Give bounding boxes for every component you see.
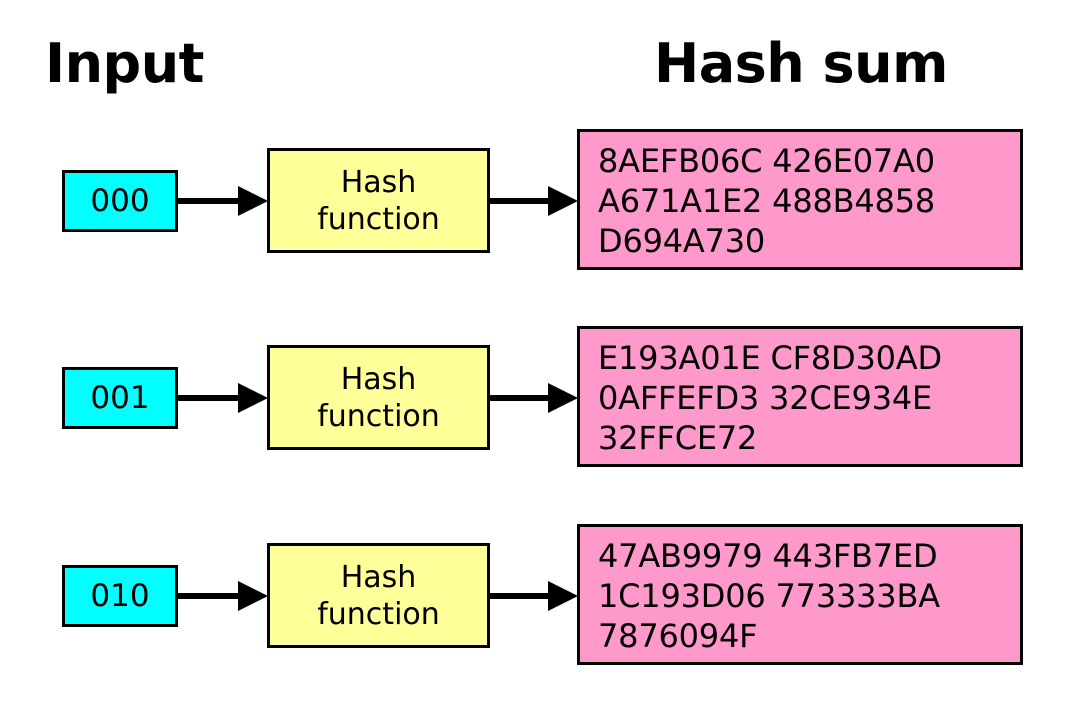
arrow-shaft: [490, 395, 548, 401]
column-title-hash-sum: Hash sum: [654, 32, 948, 95]
input-box: 001: [62, 367, 178, 429]
hash-sum-box: 8AEFB06C 426E07A0 A671A1E2 488B4858 D694…: [577, 129, 1023, 270]
hash-function-label-line1: Hash: [340, 361, 417, 397]
hash-function-label-line2: function: [317, 596, 440, 632]
hash-sum-line: 1C193D06 773333BA: [598, 577, 940, 615]
diagram-row: 000 Hash function 8AEFB06C 426E07A0 A671…: [0, 126, 1076, 276]
input-value: 001: [90, 379, 150, 416]
hash-sum-line: 8AEFB06C 426E07A0: [598, 142, 935, 180]
arrow-shaft: [178, 593, 238, 599]
input-value: 010: [90, 577, 150, 614]
hash-function-label-line2: function: [317, 201, 440, 237]
arrow-input-to-function: [178, 383, 268, 413]
hash-sum-line: D694A730: [598, 222, 766, 260]
arrow-shaft: [178, 198, 238, 204]
column-title-input: Input: [45, 32, 204, 95]
hash-function-box: Hash function: [267, 345, 490, 450]
arrow-function-to-hash: [490, 581, 578, 611]
arrow-head-icon: [548, 383, 578, 413]
arrow-input-to-function: [178, 186, 268, 216]
input-value: 000: [90, 182, 150, 219]
hash-function-label-line1: Hash: [340, 164, 417, 200]
arrow-shaft: [490, 198, 548, 204]
hash-function-label-line1: Hash: [340, 559, 417, 595]
input-box: 010: [62, 565, 178, 627]
arrow-input-to-function: [178, 581, 268, 611]
hash-sum-box: 47AB9979 443FB7ED 1C193D06 773333BA 7876…: [577, 524, 1023, 665]
hash-sum-box: E193A01E CF8D30AD 0AFFEFD3 32CE934E 32FF…: [577, 326, 1023, 467]
hash-sum-line: 0AFFEFD3 32CE934E: [598, 379, 933, 417]
hash-function-label-line2: function: [317, 398, 440, 434]
hash-sum-line: A671A1E2 488B4858: [598, 182, 936, 220]
arrow-shaft: [490, 593, 548, 599]
hash-sum-line: 47AB9979 443FB7ED: [598, 537, 938, 575]
arrow-shaft: [178, 395, 238, 401]
hash-sum-line: 32FFCE72: [598, 419, 758, 457]
arrow-function-to-hash: [490, 383, 578, 413]
hash-function-box: Hash function: [267, 148, 490, 253]
arrow-head-icon: [238, 186, 268, 216]
arrow-head-icon: [238, 383, 268, 413]
input-box: 000: [62, 170, 178, 232]
arrow-head-icon: [238, 581, 268, 611]
arrow-head-icon: [548, 186, 578, 216]
hash-sum-line: 7876094F: [598, 617, 758, 655]
diagram-row: 010 Hash function 47AB9979 443FB7ED 1C19…: [0, 521, 1076, 671]
arrow-head-icon: [548, 581, 578, 611]
arrow-function-to-hash: [490, 186, 578, 216]
hash-sum-line: E193A01E CF8D30AD: [598, 339, 942, 377]
diagram-row: 001 Hash function E193A01E CF8D30AD 0AFF…: [0, 323, 1076, 473]
hash-function-box: Hash function: [267, 543, 490, 648]
